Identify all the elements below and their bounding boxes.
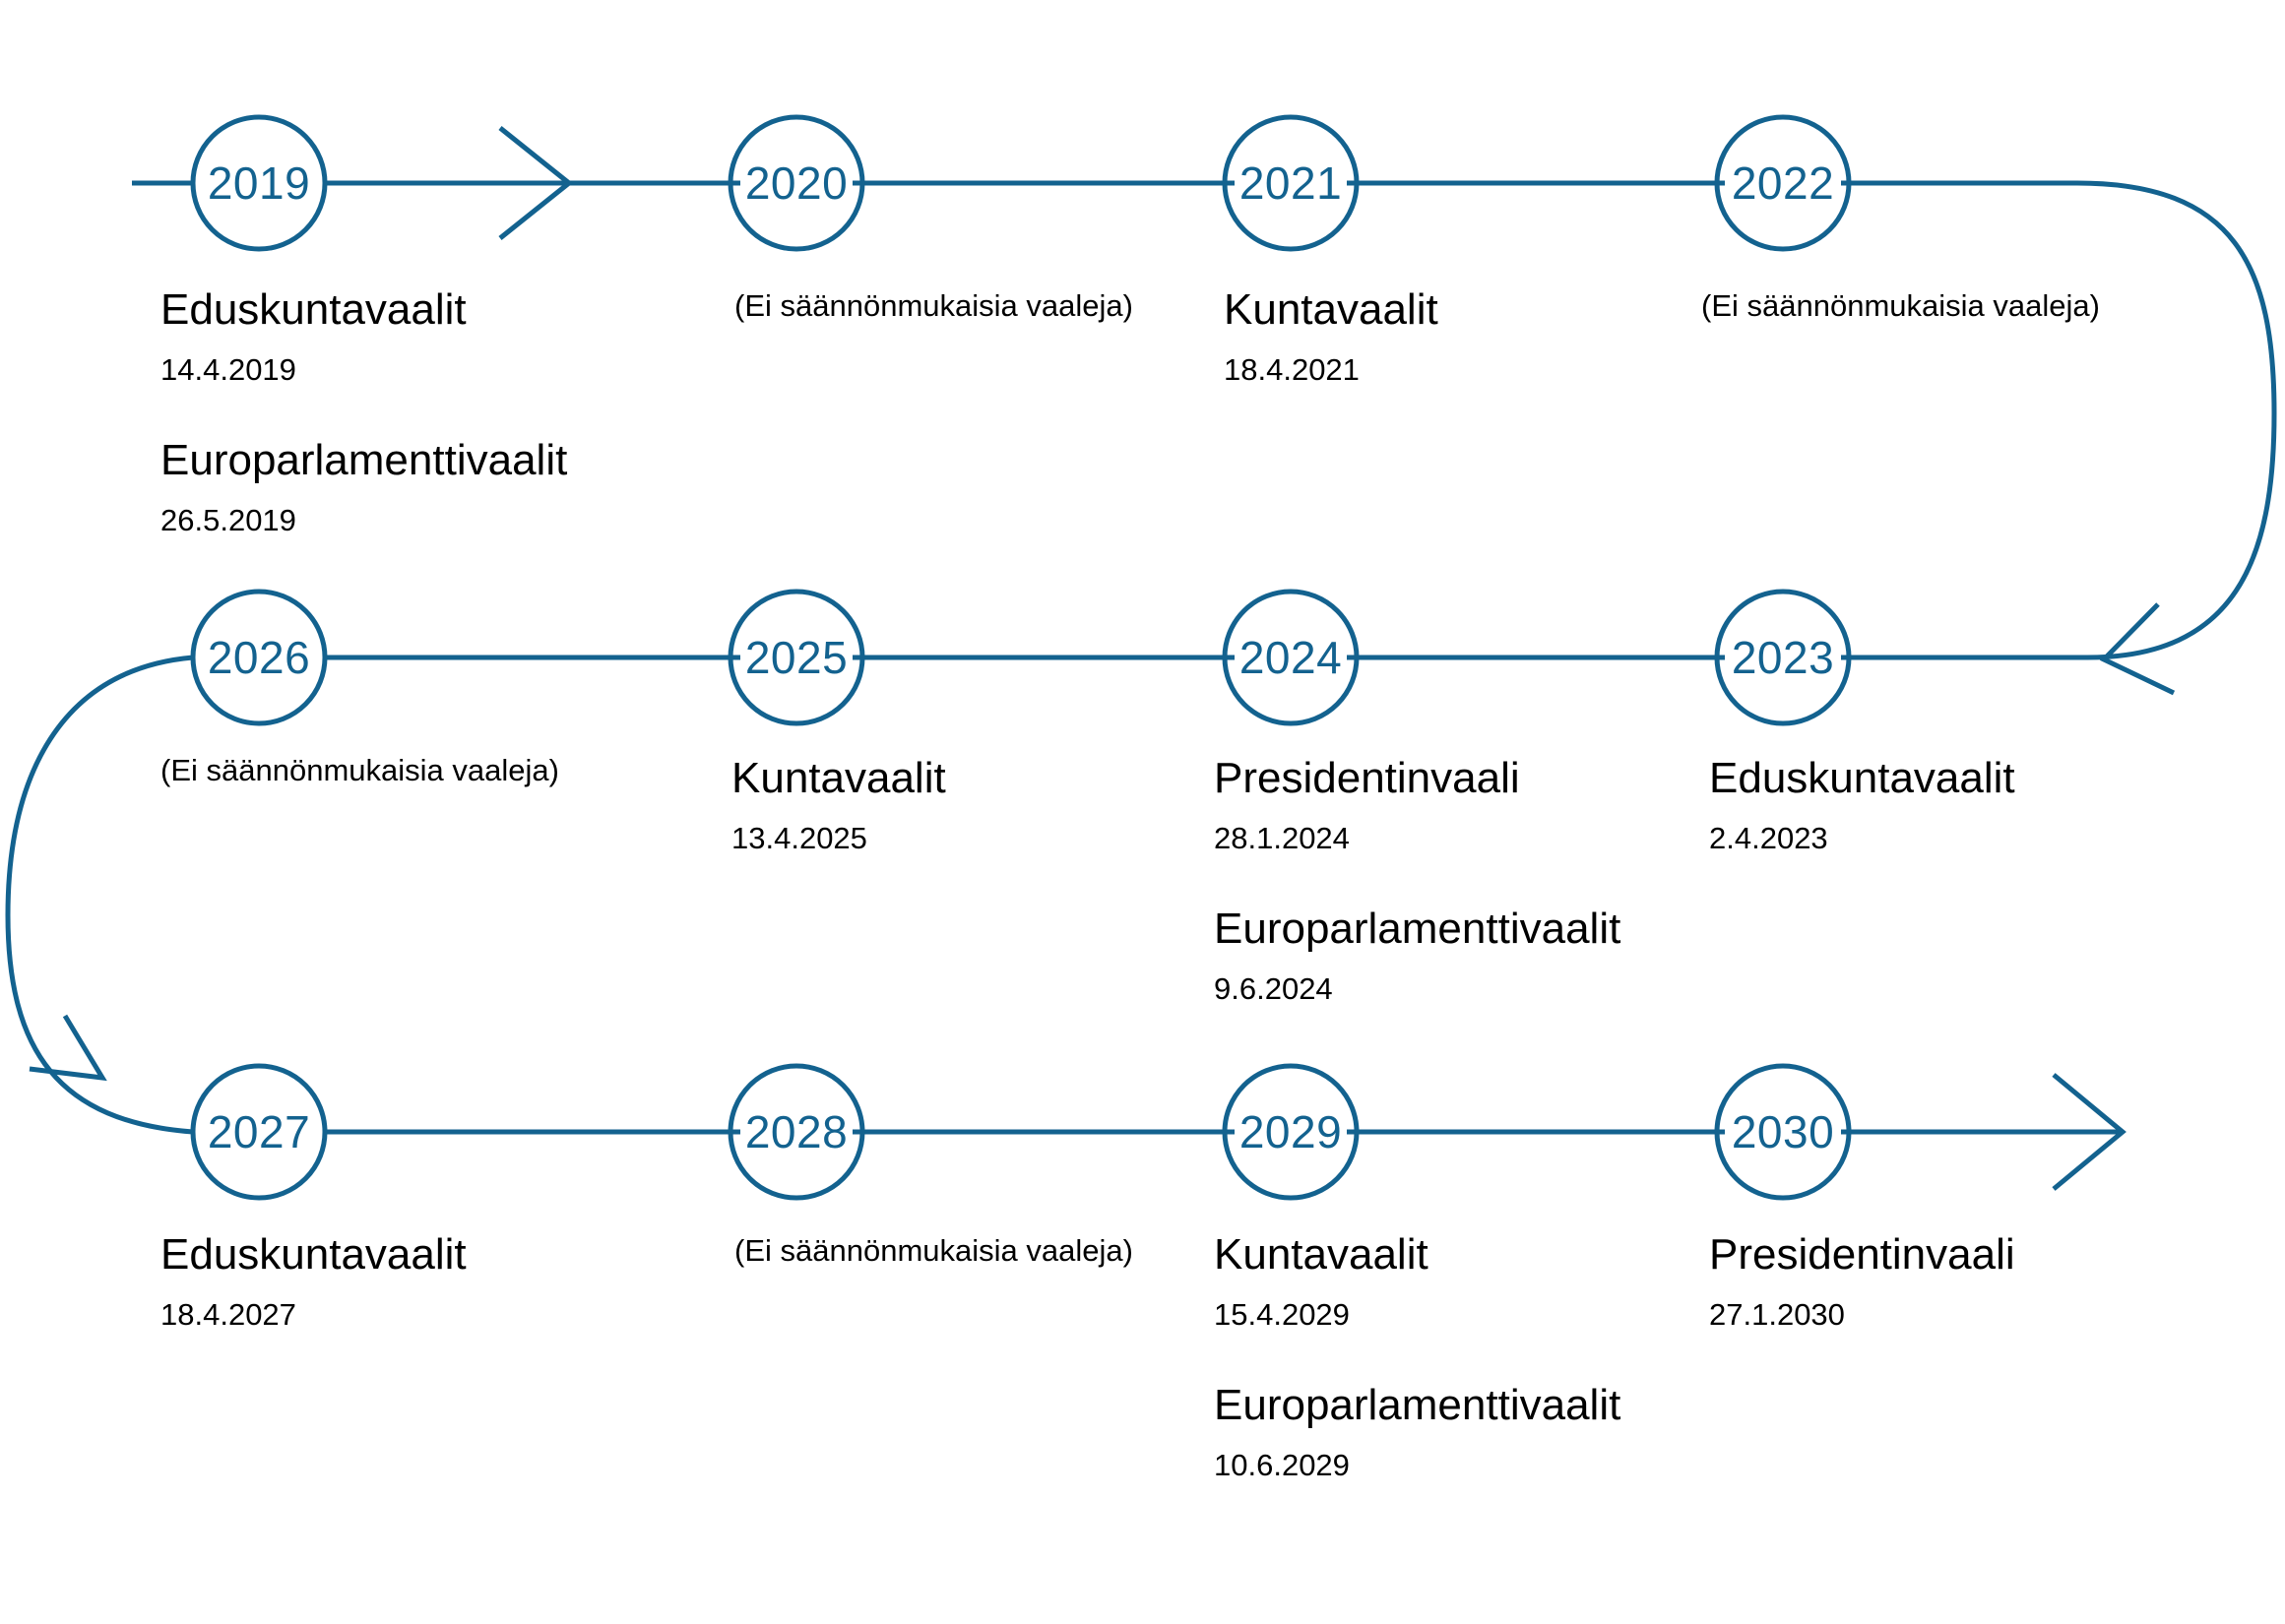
node-caption-2028: (Ei säännönmukaisia vaaleja) xyxy=(734,1233,1133,1268)
year-node-2029 xyxy=(1222,1063,1360,1201)
event-title-europarlamenttivaalit-2019: Europarlamenttivaalit xyxy=(160,435,568,484)
event-date-15-4-2029: 15.4.2029 xyxy=(1214,1297,1350,1333)
arrowhead-right-uturn-icon xyxy=(2099,602,2176,696)
node-caption-2019: Eduskuntavaalit 14.4.2019 Europarlamentt… xyxy=(160,285,568,537)
event-date-18-4-2021: 18.4.2021 xyxy=(1224,352,1360,388)
node-caption-2023: Eduskuntavaalit 2.4.2023 xyxy=(1709,754,2015,856)
event-title-presidentinvaali-2030: Presidentinvaali xyxy=(1709,1230,2015,1279)
node-caption-2020: (Ei säännönmukaisia vaaleja) xyxy=(734,288,1133,323)
no-elections-note-2022: (Ei säännönmukaisia vaaleja) xyxy=(1701,288,2100,323)
year-label-2023[interactable]: 2023 xyxy=(1731,632,1835,683)
year-node-2025 xyxy=(728,589,865,726)
event-title-presidentinvaali-2024: Presidentinvaali xyxy=(1214,754,1520,802)
year-label-2020[interactable]: 2020 xyxy=(744,157,849,209)
event-date-27-1-2030: 27.1.2030 xyxy=(1709,1297,1845,1333)
year-node-2028 xyxy=(728,1063,865,1201)
year-label-2028[interactable]: 2028 xyxy=(744,1106,849,1157)
event-date-26-5-2019: 26.5.2019 xyxy=(160,502,296,537)
event-title-europarlamenttivaalit-2024: Europarlamenttivaalit xyxy=(1214,904,1621,953)
no-elections-note-2026: (Ei säännönmukaisia vaaleja) xyxy=(160,753,559,787)
node-caption-2022: (Ei säännönmukaisia vaaleja) xyxy=(1701,288,2100,323)
arrowhead-left-uturn-icon xyxy=(29,1014,107,1082)
node-caption-2026: (Ei säännönmukaisia vaaleja) xyxy=(160,753,559,787)
event-date-18-4-2027: 18.4.2027 xyxy=(160,1297,296,1333)
node-caption-2021: Kuntavaalit 18.4.2021 xyxy=(1224,285,1438,388)
arrowhead-row1-right-icon xyxy=(498,126,574,240)
year-node-2019 xyxy=(190,114,328,252)
event-title-kuntavaalit-2025: Kuntavaalit xyxy=(731,754,946,802)
node-caption-2024: Presidentinvaali 28.1.2024 Europarlament… xyxy=(1214,754,1621,1006)
node-caption-2029: Kuntavaalit 15.4.2029 Europarlamenttivaa… xyxy=(1214,1230,1621,1482)
node-caption-2025: Kuntavaalit 13.4.2025 xyxy=(731,754,946,856)
event-title-kuntavaalit-2029: Kuntavaalit xyxy=(1214,1230,1428,1279)
year-label-2027[interactable]: 2027 xyxy=(207,1106,311,1157)
no-elections-note-2028: (Ei säännönmukaisia vaaleja) xyxy=(734,1233,1133,1268)
event-date-28-1-2024: 28.1.2024 xyxy=(1214,821,1350,856)
year-node-2021 xyxy=(1222,114,1360,252)
event-title-eduskuntavaalit-2023: Eduskuntavaalit xyxy=(1709,754,2015,802)
year-node-2024 xyxy=(1222,589,1360,726)
event-title-eduskuntavaalit-2019: Eduskuntavaalit xyxy=(160,285,467,334)
node-caption-2027: Eduskuntavaalit 18.4.2027 xyxy=(160,1230,467,1333)
no-elections-note-2020: (Ei säännönmukaisia vaaleja) xyxy=(734,288,1133,323)
right-uturn-curve xyxy=(1841,180,2277,660)
event-date-2-4-2023: 2.4.2023 xyxy=(1709,821,1828,856)
year-node-2027 xyxy=(190,1063,328,1201)
year-label-2030[interactable]: 2030 xyxy=(1731,1106,1835,1157)
year-node-2022 xyxy=(1714,114,1852,252)
event-date-10-6-2029: 10.6.2029 xyxy=(1214,1447,1350,1482)
event-title-eduskuntavaalit-2027: Eduskuntavaalit xyxy=(160,1230,467,1279)
event-date-9-6-2024: 9.6.2024 xyxy=(1214,970,1333,1006)
node-caption-2030: Presidentinvaali 27.1.2030 xyxy=(1709,1230,2015,1333)
event-date-13-4-2025: 13.4.2025 xyxy=(731,821,867,856)
year-label-2021[interactable]: 2021 xyxy=(1238,157,1343,209)
event-title-kuntavaalit-2021: Kuntavaalit xyxy=(1224,285,1438,334)
event-title-europarlamenttivaalit-2029: Europarlamenttivaalit xyxy=(1214,1380,1621,1429)
year-node-2023 xyxy=(1714,589,1852,726)
arrowhead-row3-right-icon xyxy=(2052,1073,2126,1191)
year-node-2030 xyxy=(1714,1063,1852,1201)
left-uturn-curve xyxy=(5,655,194,1135)
year-label-2025[interactable]: 2025 xyxy=(744,632,849,683)
year-node-2026 xyxy=(190,589,328,726)
year-label-2022[interactable]: 2022 xyxy=(1731,157,1835,209)
year-label-2029[interactable]: 2029 xyxy=(1238,1106,1343,1157)
year-label-2019[interactable]: 2019 xyxy=(207,157,311,209)
year-node-2020 xyxy=(728,114,865,252)
year-label-2024[interactable]: 2024 xyxy=(1238,632,1343,683)
year-label-2026[interactable]: 2026 xyxy=(207,632,311,683)
event-date-14-4-2019: 14.4.2019 xyxy=(160,352,296,388)
